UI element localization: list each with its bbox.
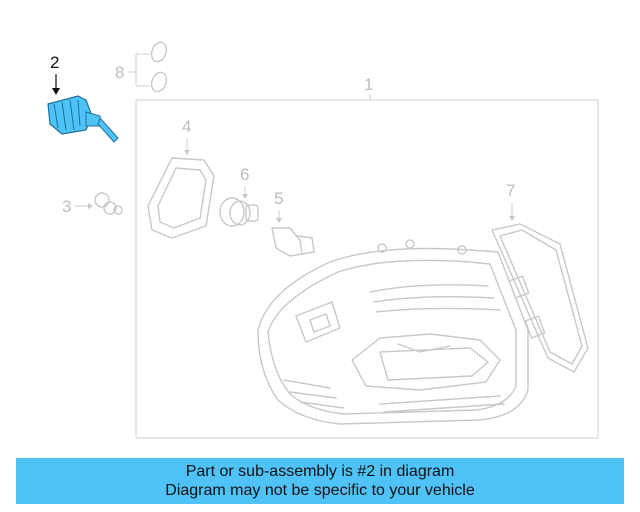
callout-7[interactable]: 7: [506, 181, 515, 200]
callout-8[interactable]: 8: [115, 63, 124, 82]
clip-icon: [94, 192, 123, 215]
bulb-5-icon: [271, 227, 315, 257]
part-3-group: 3: [62, 192, 123, 216]
callout-4[interactable]: 4: [182, 117, 191, 136]
gasket-icon: [147, 157, 215, 239]
part-4-group: 4: [147, 117, 215, 239]
part-6-group: 6: [219, 165, 259, 227]
part-2-socket[interactable]: 2: [47, 53, 119, 143]
callout-2[interactable]: 2: [50, 53, 59, 72]
callout-1[interactable]: 1: [364, 75, 373, 94]
assembly-frame: [135, 94, 599, 439]
socket-icon: [47, 95, 119, 143]
banner-line-1: Part or sub-assembly is #2 in diagram: [185, 463, 455, 480]
info-banner: Part or sub-assembly is #2 in diagram Di…: [16, 458, 624, 504]
bulb-icon: [150, 71, 168, 93]
part-7-group: 7: [491, 181, 589, 373]
part-5-group: 5: [271, 189, 315, 257]
socket-6-icon: [219, 197, 259, 227]
banner-background: [16, 458, 624, 504]
bulb-icon: [150, 41, 168, 63]
callout-6[interactable]: 6: [240, 165, 249, 184]
callout-5[interactable]: 5: [274, 189, 283, 208]
callout-3[interactable]: 3: [62, 197, 71, 216]
outer-lens-icon: [491, 223, 589, 373]
banner-line-2: Diagram may not be specific to your vehi…: [165, 482, 475, 499]
tail-lamp-housing: [257, 239, 529, 425]
part-8-group: 8: [115, 41, 168, 93]
